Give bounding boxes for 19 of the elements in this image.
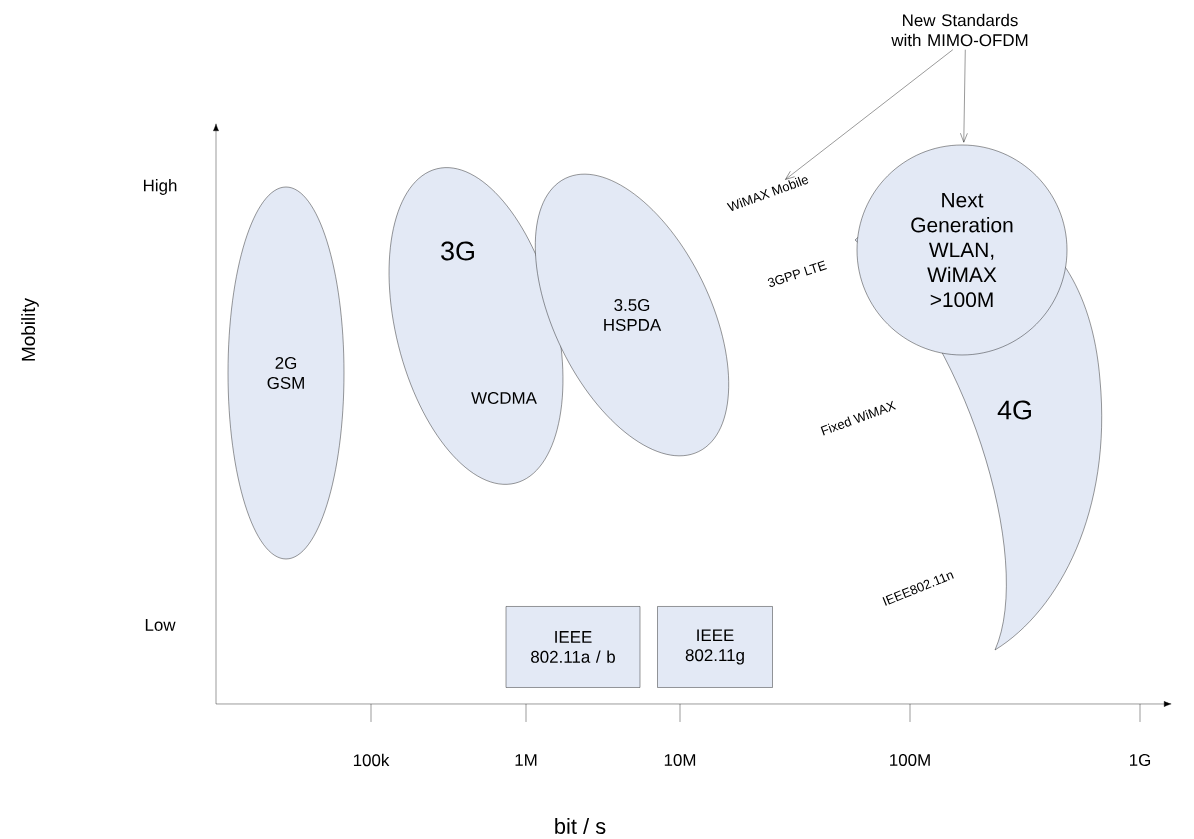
- axis-title: bit / s: [555, 817, 606, 835]
- ellipse-region: 3G WCDMA: [389, 167, 563, 485]
- ellipse-region: 2G GSM: [227, 186, 345, 560]
- standard-box: IEEE 802.11a / b: [505, 606, 641, 688]
- annotation-text: New Standards with MIMO-OFDM: [891, 13, 1028, 47]
- arrow: [960, 49, 968, 143]
- tick-label: 1M: [515, 754, 537, 766]
- circle-region: Next Generation WLAN, WiMAX >100M: [856, 144, 1068, 356]
- rotated-label: 3GPP LTE: [767, 260, 827, 287]
- tick-label: 1G: [1130, 754, 1151, 766]
- arrow: [785, 49, 954, 180]
- rotated-label: WiMAX Mobile: [726, 176, 809, 211]
- tick-label: 100k: [353, 753, 390, 767]
- axis-label: Low: [145, 619, 176, 631]
- axis-label: High: [144, 179, 177, 195]
- standard-box: IEEE 802.11g: [657, 606, 773, 688]
- tick-label: 100M: [890, 754, 930, 766]
- axis-title: Mobility: [21, 297, 39, 361]
- tick-label: 10M: [664, 754, 696, 766]
